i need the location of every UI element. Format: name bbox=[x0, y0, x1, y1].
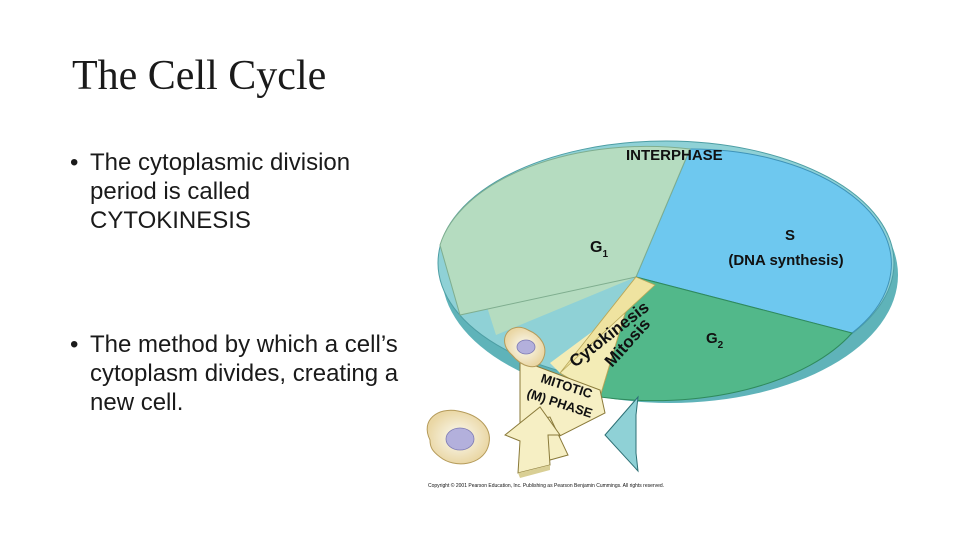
bullet-marker: • bbox=[70, 149, 79, 176]
ring-arrow-head bbox=[604, 395, 639, 473]
g1-sector-main bbox=[439, 145, 691, 316]
bullet-item-cytokinesis: • The cytoplasmic division period is cal… bbox=[70, 148, 410, 235]
s-label: S bbox=[785, 227, 795, 244]
g1-label: G1 bbox=[590, 239, 608, 260]
g2-sector bbox=[599, 276, 853, 402]
bullet-text: The method by which a cell’s cytoplasm d… bbox=[90, 331, 399, 416]
cytokinesis-wedge bbox=[559, 276, 656, 374]
slide-title: The Cell Cycle bbox=[72, 53, 327, 99]
s-sector bbox=[635, 148, 892, 334]
bullet-item-method: • The method by which a cell’s cytoplasm… bbox=[70, 330, 410, 417]
bullet-text: The cytoplasmic division period is calle… bbox=[90, 149, 351, 234]
cell-cycle-diagram: INTERPHASE G1 S (DNA synthesis) G2 Cytok… bbox=[400, 135, 960, 495]
s-sub-label: (DNA synthesis) bbox=[728, 252, 843, 269]
g2-label: G2 bbox=[706, 330, 724, 351]
mitotic-arrow bbox=[504, 406, 561, 474]
bullet-marker: • bbox=[70, 331, 79, 358]
cell-dividing-top bbox=[504, 326, 546, 368]
interphase-label: INTERPHASE bbox=[626, 147, 723, 164]
mitotic-arrow-shadow bbox=[518, 465, 550, 478]
cell-dividing-bottom bbox=[426, 409, 490, 465]
copyright-text: Copyright © 2001 Pearson Education, Inc.… bbox=[428, 482, 664, 489]
